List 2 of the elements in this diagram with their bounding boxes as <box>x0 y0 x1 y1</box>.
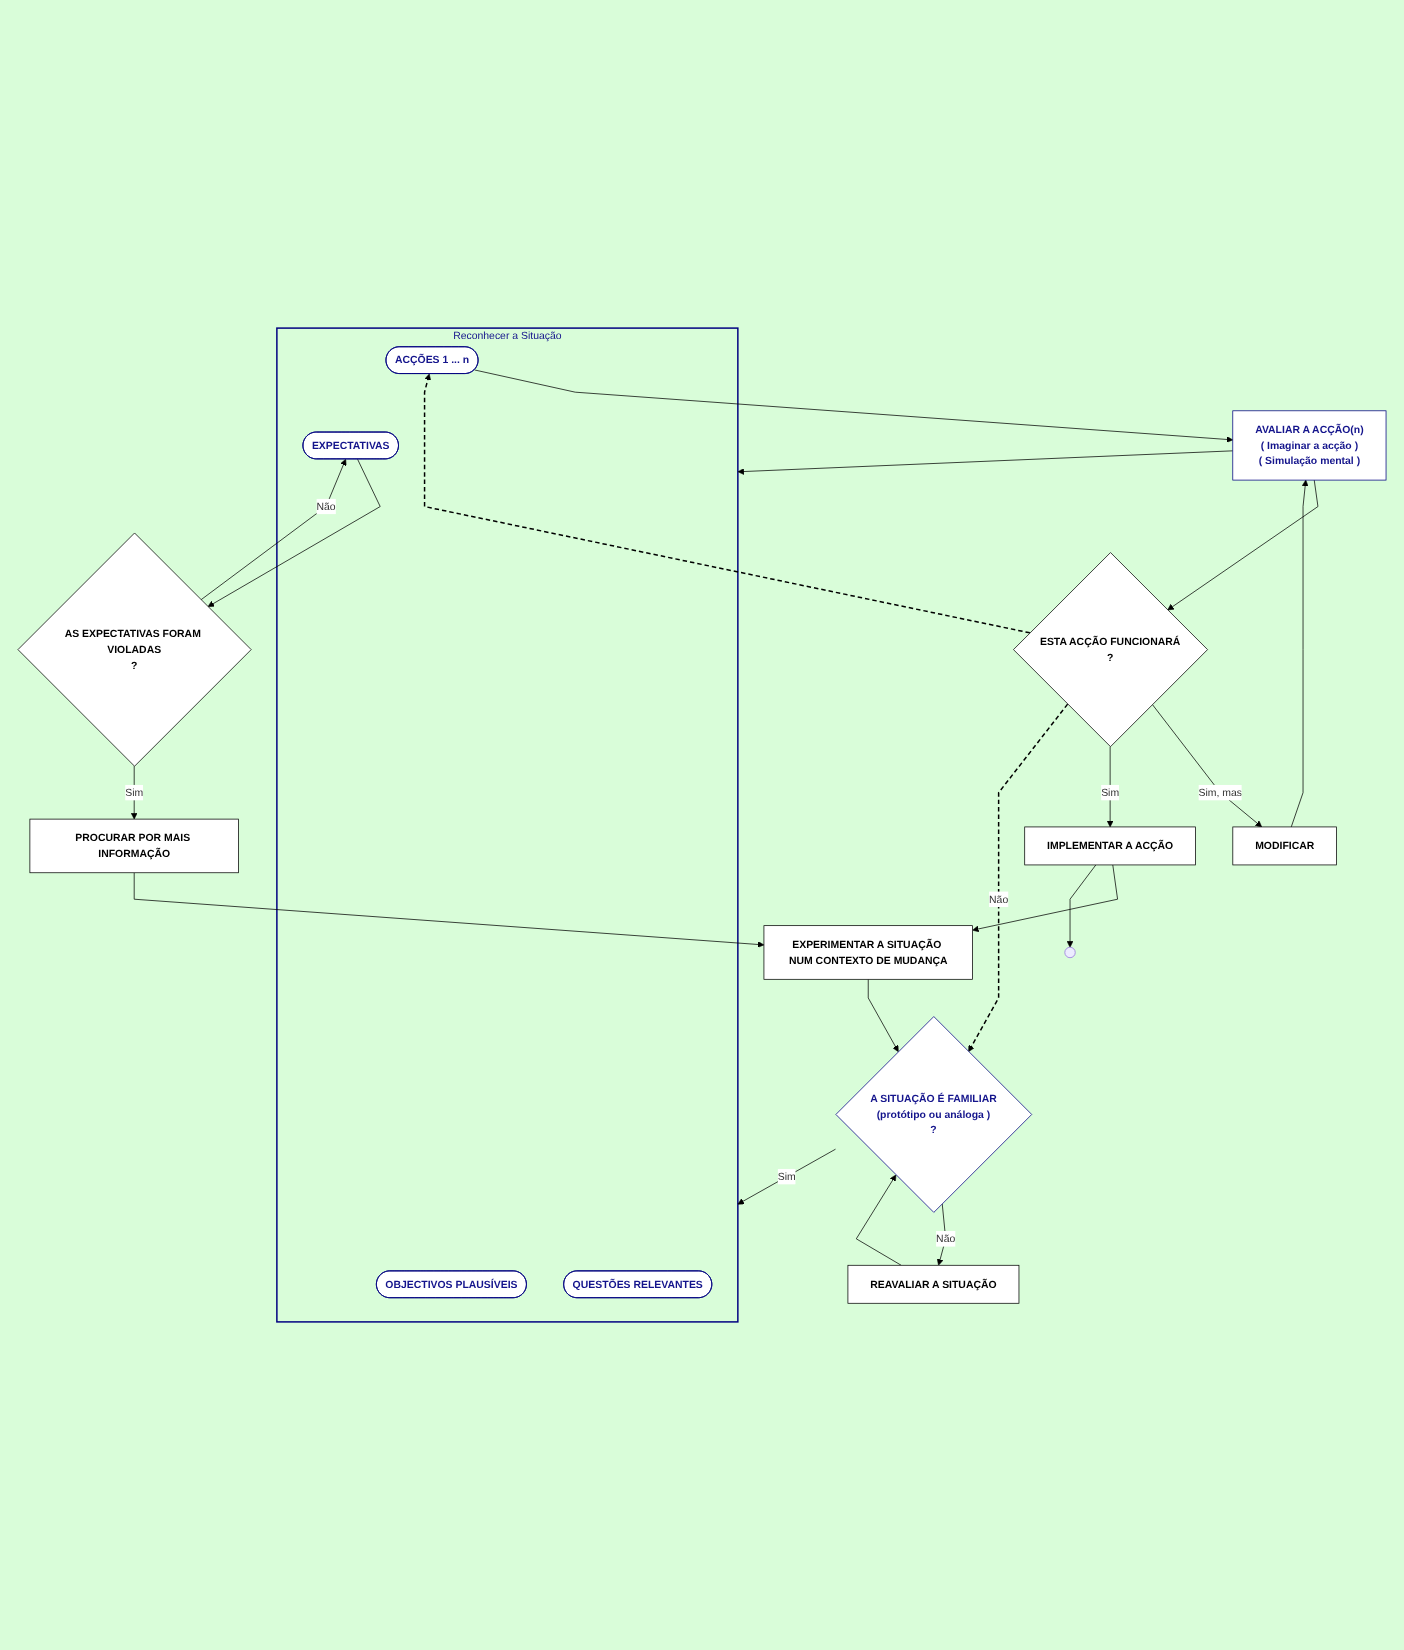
arrow <box>423 373 1031 634</box>
arrow <box>968 703 1069 1052</box>
